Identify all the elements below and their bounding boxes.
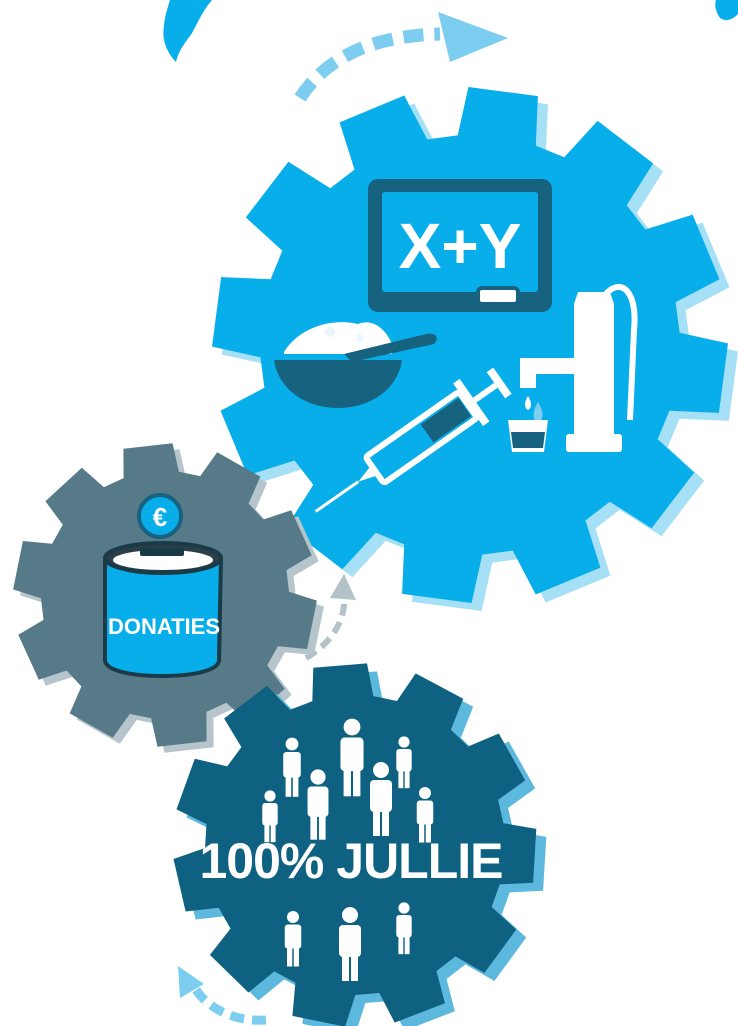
arrow-bottom xyxy=(178,966,267,1025)
decorative-splash xyxy=(163,0,212,62)
people-gear: 100% JULLIE xyxy=(173,663,547,1026)
education-gear-body xyxy=(212,87,728,603)
person-icon xyxy=(284,911,302,967)
arrow-top xyxy=(294,12,508,102)
decorative-splash-right xyxy=(715,0,738,21)
money-tin-icon: DONATIES xyxy=(103,541,224,679)
person-icon xyxy=(340,718,364,797)
person-icon xyxy=(370,762,392,836)
euro-coin-icon: € xyxy=(137,493,183,539)
person-icon xyxy=(416,787,434,843)
people-figures xyxy=(262,718,434,981)
person-icon xyxy=(307,769,329,840)
person-icon xyxy=(396,736,412,789)
tin-label: DONATIES xyxy=(108,614,220,639)
cup-of-water-icon xyxy=(508,420,548,452)
person-icon xyxy=(396,902,412,955)
education-gear: X+Y xyxy=(212,87,738,611)
blackboard-icon: X+Y xyxy=(368,179,552,312)
people-gear-body xyxy=(173,663,537,1026)
person-icon xyxy=(283,737,301,797)
euro-symbol: € xyxy=(153,502,167,532)
person-icon xyxy=(339,907,361,981)
people-gear-label: 100% JULLIE xyxy=(199,833,502,889)
blackboard-text: X+Y xyxy=(399,210,522,282)
donation-gear: € DONATIES xyxy=(13,443,324,753)
syringe-icon xyxy=(314,367,512,513)
water-pump-icon xyxy=(520,284,638,452)
bowl-of-food-icon xyxy=(274,322,437,408)
person-icon xyxy=(262,790,278,843)
